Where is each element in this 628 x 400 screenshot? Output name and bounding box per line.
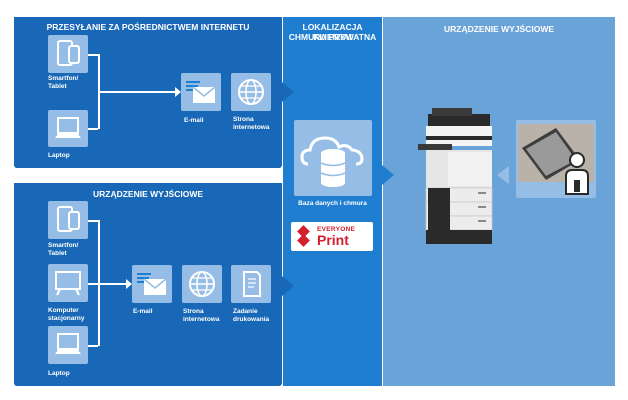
bottom-device2-label-line2: stacjonarny [48, 315, 85, 322]
internet-transfer-title: PRZESYŁANIE ZA POŚREDNICTWEM INTERNETU [46, 22, 250, 32]
bottom-device2-label-line1: Komputer [48, 307, 79, 314]
bottom-device1-label-line1: Smartfon/ [48, 242, 79, 249]
smartphone-tablet-tile [48, 201, 88, 239]
top-device1-label-line2: Tablet [48, 83, 67, 90]
everyoneprint-logo: EVERYONE Print [291, 222, 373, 251]
document-icon [243, 271, 261, 297]
arrow-bottom-to-middle [282, 276, 294, 296]
top-email-label: E-mail [184, 117, 204, 124]
bottom-device3-label: Laptop [48, 370, 70, 377]
top-device1-label-line1: Smartfon/ [48, 75, 79, 82]
print-job-tile [231, 265, 271, 303]
connector-line [88, 128, 98, 130]
bottom-web-label-line2: internetowa [183, 316, 220, 323]
laptop-tile [48, 110, 88, 147]
connector-line [88, 283, 128, 285]
database-cloud-label: Baza danych i chmura [298, 200, 367, 207]
arrow-user-to-printer [497, 166, 509, 184]
bottom-job-label-line1: Zadanie [233, 308, 258, 315]
connector-arrowhead [126, 279, 132, 289]
tablet-icon [57, 206, 80, 232]
email-tile [181, 73, 221, 111]
arrow-top-to-middle [282, 82, 294, 102]
everyoneprint-logo-line2: Print [317, 232, 349, 248]
bottom-web-label-line1: Strona [183, 308, 204, 315]
connector-arrowhead [175, 87, 181, 97]
output-device-left-title: URZĄDZENIE WYJŚCIOWE [92, 189, 204, 199]
website-tile [231, 73, 271, 111]
top-web-label-line2: internetowa [233, 124, 270, 131]
globe-icon [189, 271, 215, 297]
everyoneprint-logo-line1: EVERYONE [317, 226, 356, 233]
client-location-panel [283, 17, 382, 386]
website-tile [182, 265, 222, 303]
database-cloud-tile [294, 120, 372, 196]
everyoneprint-logo-icon [297, 225, 310, 247]
laptop-icon [55, 333, 81, 354]
email-tile [132, 265, 172, 303]
connector-line [98, 220, 100, 346]
connector-line [88, 54, 98, 56]
envelope-icon [186, 81, 216, 103]
cloud-database-icon [300, 136, 364, 187]
bottom-device1-label-line2: Tablet [48, 250, 67, 257]
bottom-job-label-line2: drukowania [233, 316, 270, 323]
envelope-icon [137, 273, 167, 295]
arrow-middle-to-right [382, 165, 394, 185]
top-web-label-line1: Strona [233, 116, 254, 123]
top-device2-label: Laptop [48, 152, 70, 159]
bottom-email-label: E-mail [133, 308, 153, 315]
tablet-icon [57, 40, 80, 66]
monitor-icon [55, 271, 81, 296]
laptop-tile [48, 326, 88, 364]
output-device-right-panel [383, 17, 615, 386]
user-with-tablet-icon [518, 124, 594, 195]
user-tile [516, 120, 596, 198]
globe-icon [238, 79, 264, 105]
desktop-computer-tile [48, 264, 88, 302]
connector-line [88, 220, 98, 222]
connector-line [98, 91, 176, 93]
output-device-right-title: URZĄDZENIE WYJŚCIOWE [443, 24, 555, 34]
printer-icon [418, 108, 493, 244]
laptop-icon [55, 117, 81, 138]
client-location-title-line1: LOKALIZACJA KLIENTA/ [302, 22, 363, 42]
smartphone-tablet-tile [48, 35, 88, 73]
connector-line [88, 345, 98, 347]
client-location-title-line2: CHMURA PRYWATNA [288, 32, 377, 42]
